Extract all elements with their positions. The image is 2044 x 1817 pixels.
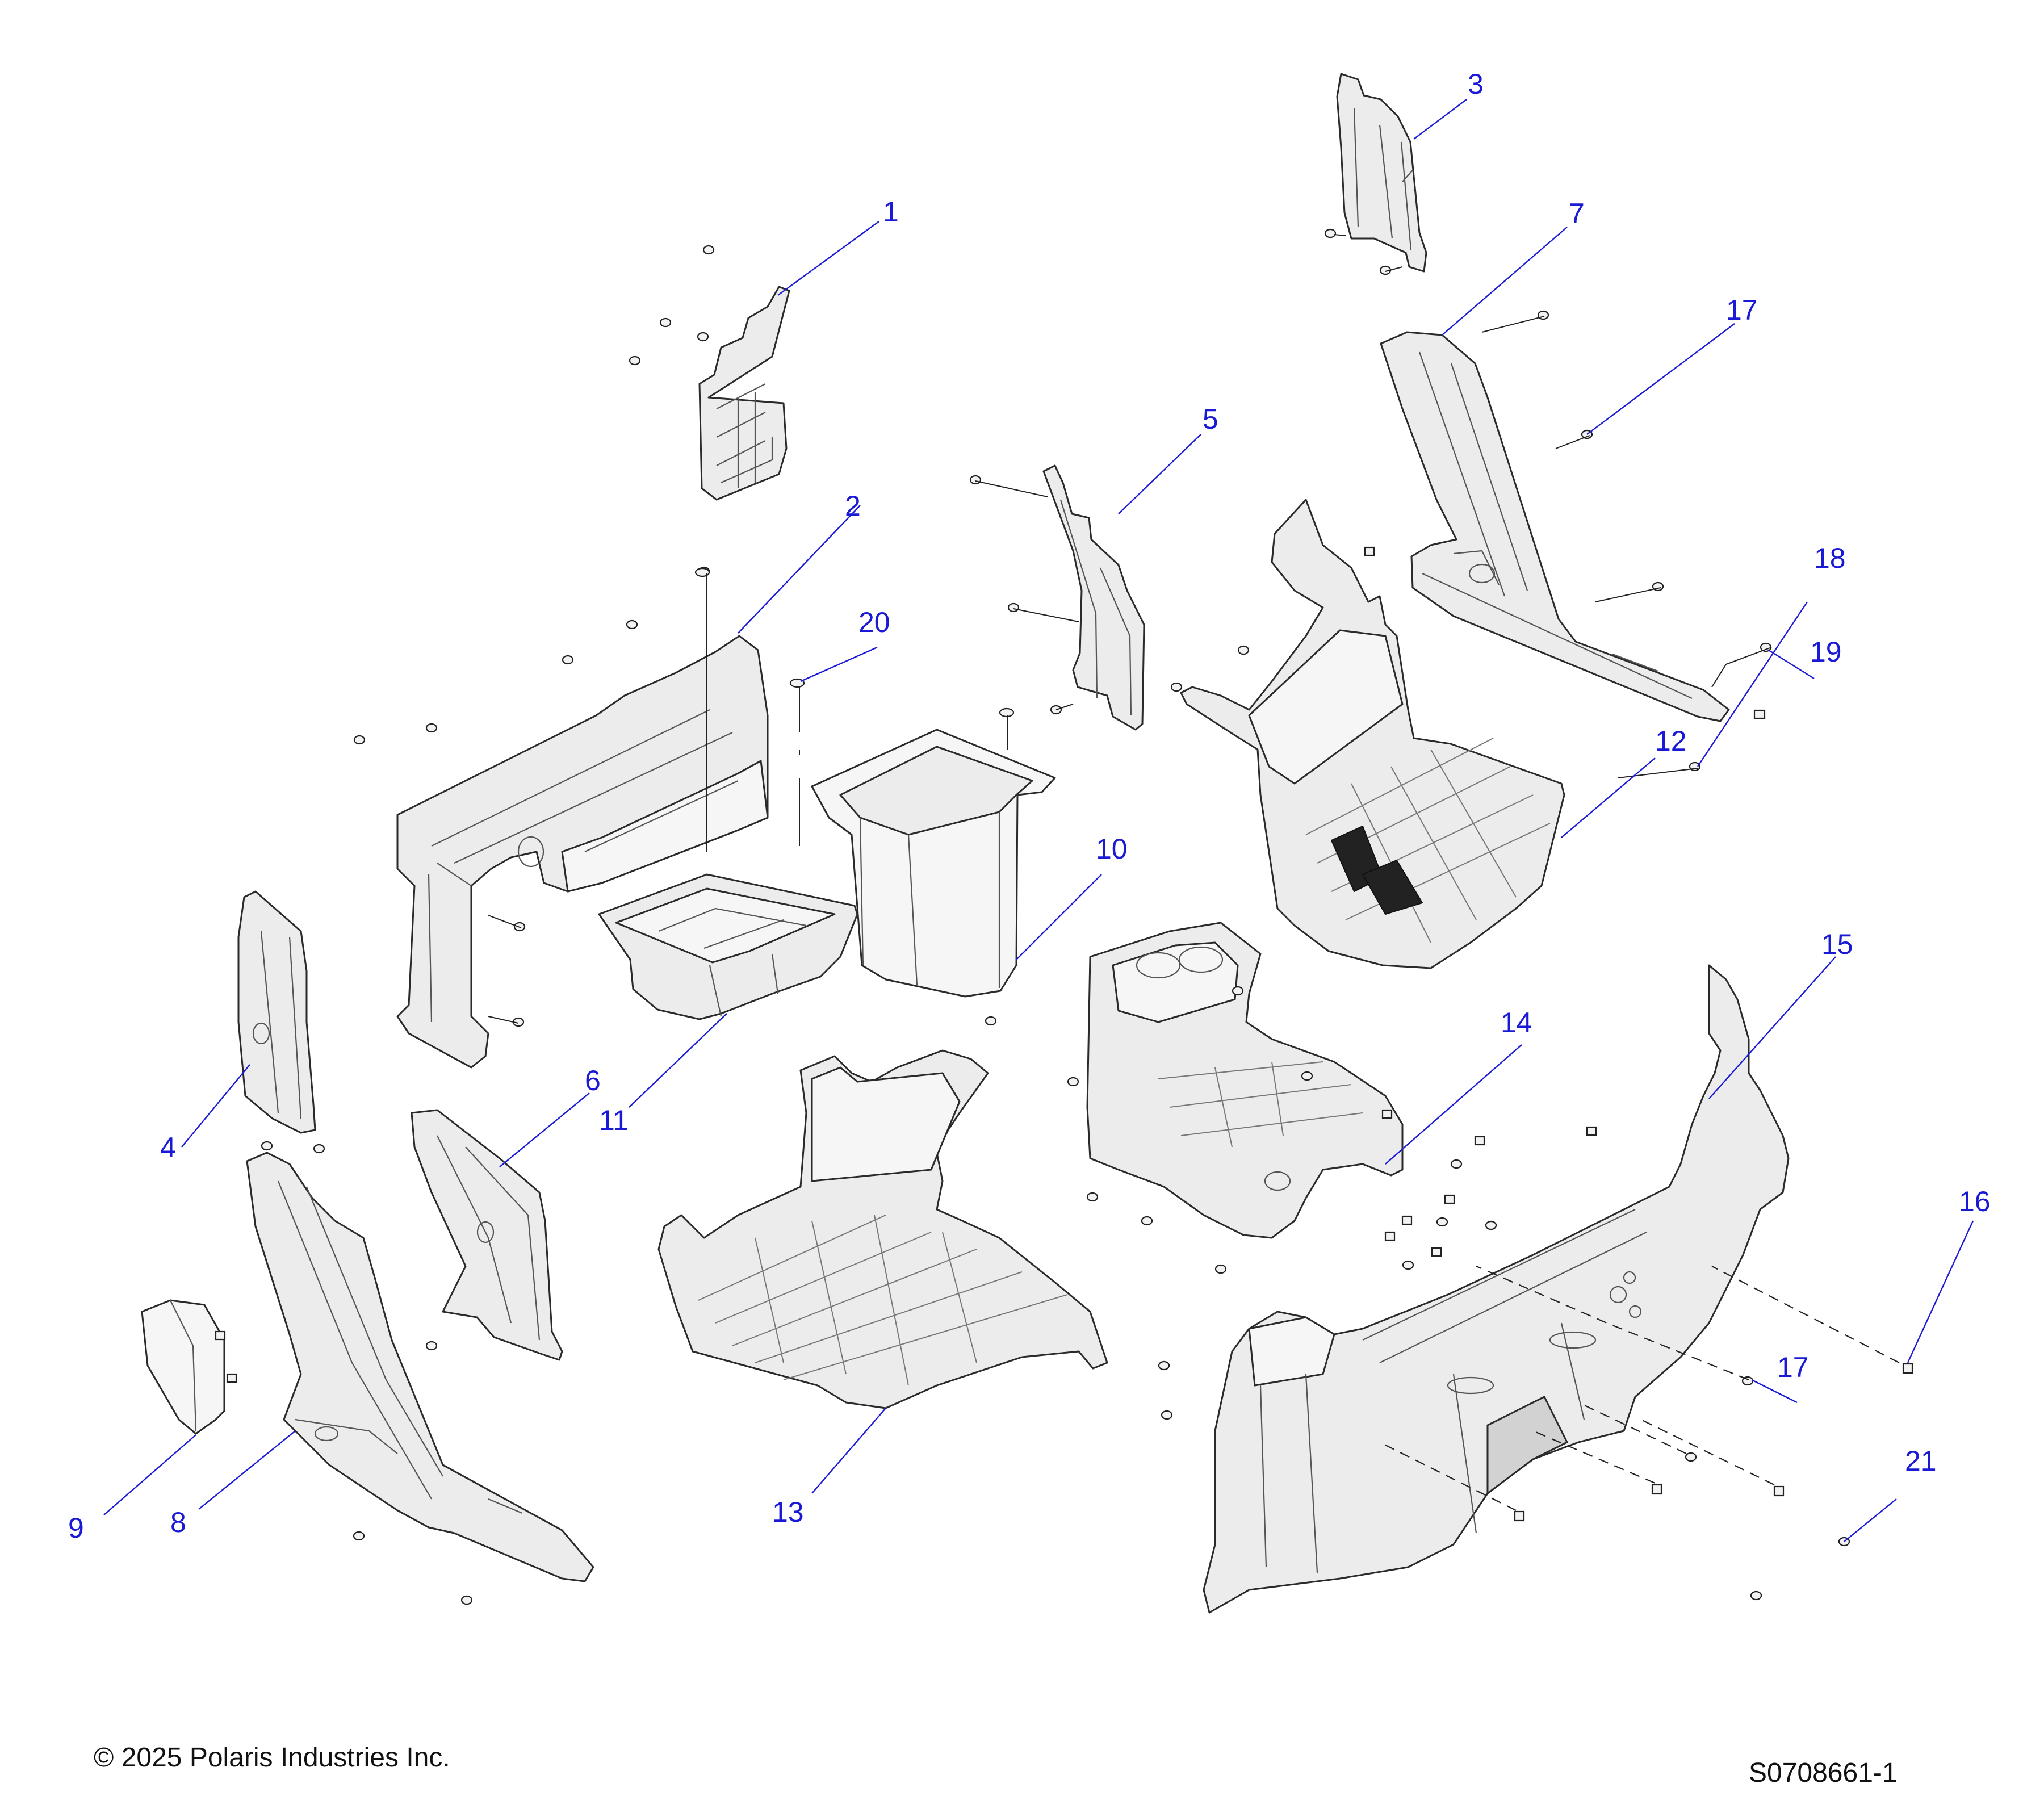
part-5-center-panel [1042, 464, 1145, 731]
screw-group-right [1324, 228, 1913, 1601]
callout-4: 4 [160, 1132, 176, 1163]
callout-21: 21 [1905, 1445, 1937, 1477]
screw-group-left [215, 245, 715, 1605]
callout-7: 7 [1569, 198, 1585, 229]
leader-lines [103, 99, 1974, 1542]
part-6-side-panel [411, 1109, 563, 1361]
callout-labels: 1 2 3 4 5 6 7 8 9 10 11 12 13 14 15 16 1… [68, 68, 1991, 1544]
part-2-rear-wall [396, 635, 769, 1069]
callout-18: 18 [1814, 542, 1846, 574]
part-11-tray [598, 873, 858, 1020]
callout-14: 14 [1501, 1007, 1532, 1039]
callout-20: 20 [858, 606, 890, 638]
screw-group-center [698, 475, 1597, 1420]
callout-1: 1 [883, 196, 899, 228]
part-15-firewall [1203, 964, 1790, 1614]
callout-5: 5 [1203, 403, 1218, 435]
callout-6: 6 [585, 1065, 601, 1096]
callout-2: 2 [845, 490, 861, 522]
part-10-bin [811, 729, 1056, 998]
drawing-number: S0708661-1 [1749, 1758, 1898, 1788]
callout-19: 19 [1810, 636, 1842, 668]
part-7-side-panel [1380, 331, 1730, 722]
callout-8: 8 [170, 1506, 186, 1538]
part-13-floor-pan [657, 1049, 1108, 1409]
fastener-shafts [488, 234, 1772, 1024]
part-3-panel [1336, 73, 1427, 273]
callout-16: 16 [1959, 1186, 1991, 1217]
plug-caps [694, 567, 1015, 718]
part-4-left-upright [237, 890, 316, 1134]
callout-3: 3 [1468, 68, 1484, 100]
callout-15: 15 [1821, 928, 1853, 960]
part-9-cushion [141, 1299, 225, 1435]
assembly-dash-lines [1379, 1265, 1900, 1511]
part-1-bracket [698, 286, 790, 501]
callout-10: 10 [1096, 833, 1128, 865]
callout-12: 12 [1655, 725, 1687, 757]
part-8-side-panel [246, 1152, 594, 1582]
callout-17-upper: 17 [1726, 294, 1758, 326]
fasteners [215, 228, 1913, 1605]
callout-17-lower: 17 [1777, 1351, 1809, 1383]
callout-9: 9 [68, 1512, 84, 1544]
part-12-floor-tub [1180, 499, 1565, 969]
callout-13: 13 [772, 1496, 804, 1528]
copyright-notice: © 2025 Polaris Industries Inc. [94, 1743, 450, 1773]
callout-11: 11 [599, 1104, 629, 1136]
part-14-console [1086, 922, 1404, 1239]
